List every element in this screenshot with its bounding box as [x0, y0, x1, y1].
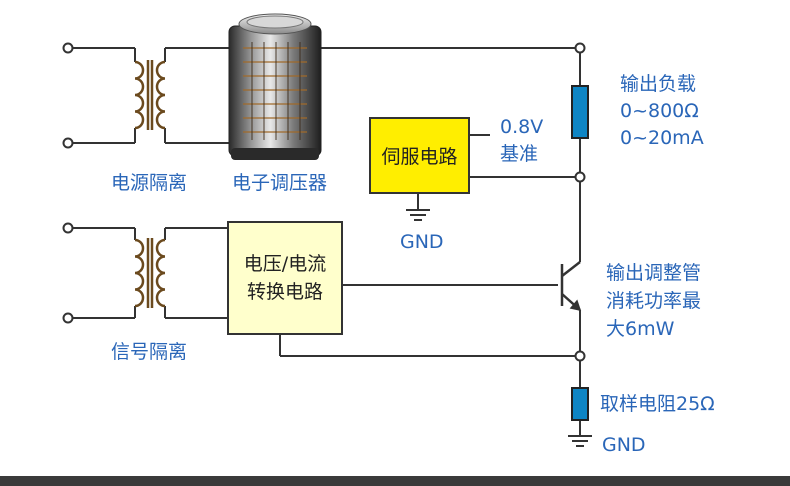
gnd-label-servo: GND [400, 231, 444, 253]
signal-transformer [62, 222, 227, 324]
ground-symbol-bottom [568, 435, 592, 447]
output-load-title: 输出负载 [620, 73, 697, 95]
output-load-current: 0~20mA [620, 127, 704, 149]
ground-symbol-servo [406, 209, 430, 221]
electronic-regulator-label: 电子调压器 [232, 172, 328, 194]
sampling-resistor [571, 387, 589, 421]
gnd-label-bottom: GND [602, 434, 646, 456]
load-resistor [571, 85, 589, 139]
sampling-resistor-label: 取样电阻25Ω [600, 393, 715, 415]
output-load-resistance: 0~800Ω [620, 100, 699, 122]
transistor-label-line1: 输出调整管 [606, 262, 702, 284]
electronic-regulator-icon [228, 13, 322, 160]
servo-circuit-box: 伺服电路 [369, 117, 470, 194]
bottom-divider-bar [0, 476, 790, 486]
servo-reference-label: 基准 [500, 143, 539, 165]
voltage-current-converter-box: 电压/电流 转换电路 [227, 221, 343, 335]
transistor-label-line2: 消耗功率最 [606, 290, 702, 312]
power-isolation-label: 电源隔离 [111, 172, 188, 194]
converter-label-line2: 转换电路 [246, 281, 323, 303]
junction-nodes [574, 42, 586, 362]
transistor-label-line3: 大6mW [606, 318, 675, 340]
converter-label-line1: 电压/电流 [243, 253, 327, 275]
servo-circuit-label: 伺服电路 [381, 146, 458, 168]
signal-isolation-label: 信号隔离 [111, 341, 188, 363]
servo-reference-value: 0.8V [500, 116, 544, 138]
power-transformer [62, 42, 232, 149]
output-transistor [560, 261, 582, 312]
